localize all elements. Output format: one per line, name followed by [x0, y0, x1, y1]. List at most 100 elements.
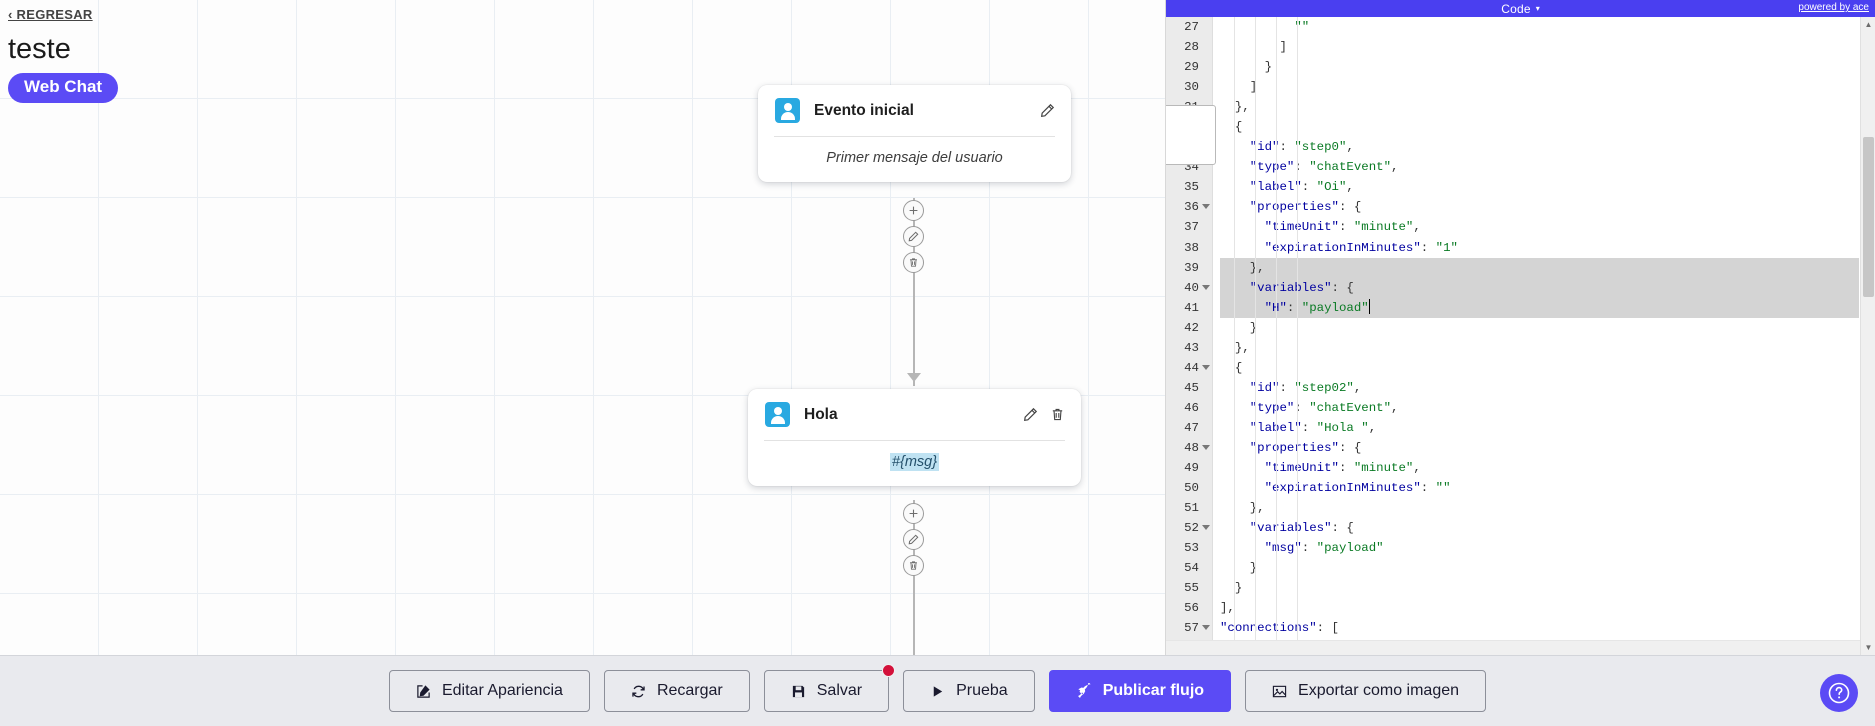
code-line[interactable]: "variables": { — [1220, 518, 1859, 538]
line-number: 29 — [1184, 60, 1199, 75]
code-fold-widget[interactable] — [1166, 105, 1216, 165]
toolbar-button-recargar[interactable]: Recargar — [603, 670, 750, 712]
code-line[interactable]: "expirationInMinutes": "" — [1220, 478, 1859, 498]
code-line[interactable]: "type": "chatEvent", — [1220, 157, 1859, 177]
code-line[interactable]: "msg": "payload" — [1220, 538, 1859, 558]
ace-editor[interactable]: 2728293031323334353637383940414243444546… — [1166, 17, 1875, 655]
code-token-string: "step02" — [1294, 380, 1354, 395]
code-line[interactable]: "expirationInMinutes": "1" — [1220, 238, 1859, 258]
code-line[interactable]: "id": "step0", — [1220, 137, 1859, 157]
editor-vertical-scrollbar[interactable]: ▲ ▼ — [1860, 17, 1875, 655]
plus-icon[interactable] — [903, 503, 924, 524]
code-line[interactable]: ] — [1220, 37, 1859, 57]
code-line[interactable]: "timeUnit": "minute", — [1220, 458, 1859, 478]
code-line[interactable]: "properties": { — [1220, 438, 1859, 458]
toolbar-button-label: Salvar — [816, 682, 863, 699]
toolbar-button-publicar-flujo[interactable]: Publicar flujo — [1048, 670, 1232, 712]
line-number: 57 — [1166, 618, 1212, 638]
pencil-icon[interactable] — [1023, 407, 1038, 422]
code-content[interactable]: "" ] } ] }, { "id": "step0", "type": "ch… — [1212, 17, 1859, 655]
code-token: }, — [1234, 100, 1250, 115]
scrollbar-thumb[interactable] — [1863, 137, 1874, 297]
chevron-down-icon[interactable]: ▾ — [1535, 4, 1540, 13]
code-line[interactable]: } — [1220, 558, 1859, 578]
gutter-border — [1212, 17, 1213, 655]
code-line[interactable]: "connections": [ — [1220, 618, 1859, 638]
code-line[interactable]: }, — [1220, 338, 1859, 358]
fold-triangle-icon[interactable] — [1202, 204, 1210, 210]
code-line[interactable]: "variables": { — [1220, 277, 1859, 298]
toolbar-button-prueba[interactable]: Prueba — [903, 670, 1035, 712]
pencil-icon[interactable] — [1040, 103, 1055, 118]
fold-triangle-icon[interactable] — [1202, 444, 1210, 450]
back-link[interactable]: ‹ REGRESAR — [8, 7, 93, 22]
trash-icon[interactable] — [903, 252, 924, 273]
code-token: } — [1220, 60, 1273, 75]
plus-icon[interactable] — [903, 200, 924, 221]
code-token-punct: : — [1331, 280, 1347, 295]
code-line[interactable]: "type": "chatEvent", — [1220, 398, 1859, 418]
code-line[interactable]: "" — [1220, 17, 1859, 37]
flow-header: ‹ REGRESAR teste Web Chat — [8, 6, 119, 103]
trash-icon[interactable] — [1050, 407, 1065, 422]
code-token-punct: , — [1413, 461, 1421, 476]
node-header: Evento inicial — [758, 85, 1071, 136]
code-token-string: "Oi" — [1316, 180, 1347, 195]
node-inline-actions — [903, 503, 924, 581]
fold-triangle-icon[interactable] — [1202, 625, 1210, 631]
unsaved-changes-badge — [882, 664, 896, 677]
code-line[interactable]: "timeUnit": "minute", — [1220, 217, 1859, 237]
code-line[interactable]: }, — [1220, 498, 1859, 518]
editor-horizontal-scrollbar[interactable] — [1166, 640, 1860, 655]
code-line[interactable]: ] — [1220, 77, 1859, 97]
toolbar-button-salvar[interactable]: Salvar — [763, 664, 896, 712]
line-number: 30 — [1184, 80, 1199, 95]
line-number: 53 — [1184, 541, 1199, 556]
code-token-punct: : — [1286, 300, 1302, 315]
pencil-icon[interactable] — [903, 529, 924, 550]
line-number: 40 — [1166, 278, 1212, 298]
code-line[interactable]: }, — [1220, 257, 1859, 278]
help-button[interactable] — [1820, 674, 1858, 712]
toolbar-button-label: Prueba — [956, 682, 1008, 699]
flow-node-hola[interactable]: Hola #{msg} — [748, 389, 1081, 486]
flow-canvas[interactable]: ‹ REGRESAR teste Web Chat Evento inicial — [0, 0, 1165, 655]
flow-node-evento-inicial[interactable]: Evento inicial Primer mensaje del usuari… — [758, 85, 1071, 182]
code-line[interactable]: } — [1220, 318, 1859, 338]
code-line[interactable]: } — [1220, 578, 1859, 598]
code-line[interactable]: { — [1220, 117, 1859, 137]
scroll-up-icon[interactable]: ▲ — [1864, 20, 1873, 29]
code-line[interactable]: { — [1220, 358, 1859, 378]
code-editor-panel[interactable]: Code ▾ powered by ace 272829303132333435… — [1165, 0, 1875, 655]
code-token-punct: : — [1279, 140, 1295, 155]
code-token-key: "timeUnit" — [1220, 461, 1339, 476]
code-line[interactable]: "label": "Oi", — [1220, 177, 1859, 197]
pencil-icon[interactable] — [903, 226, 924, 247]
fold-triangle-icon[interactable] — [1202, 284, 1210, 290]
code-line[interactable]: } — [1220, 57, 1859, 77]
code-line[interactable]: "label": "Hola ", — [1220, 418, 1859, 438]
divider — [764, 440, 1065, 441]
fold-triangle-icon[interactable] — [1202, 525, 1210, 531]
code-line[interactable]: "id": "step02", — [1220, 378, 1859, 398]
code-line[interactable]: ], — [1220, 598, 1859, 618]
edge-connector — [913, 500, 915, 655]
toolbar-button-editar-apariencia[interactable]: Editar Apariencia — [388, 670, 590, 712]
code-token-punct: : — [1301, 541, 1317, 556]
code-line[interactable]: "properties": { — [1220, 197, 1859, 217]
edge-arrowhead — [907, 373, 921, 382]
toolbar-button-label: Publicar flujo — [1102, 682, 1205, 699]
code-line[interactable]: "H": "payload" — [1220, 297, 1859, 318]
code-token-key: "id" — [1220, 380, 1280, 395]
code-line[interactable]: }, — [1220, 97, 1859, 117]
fold-triangle-icon[interactable] — [1202, 364, 1210, 370]
code-token-punct: { — [1346, 280, 1354, 295]
code-token-punct: : — [1338, 200, 1354, 215]
code-token-key: "properties" — [1220, 440, 1339, 455]
line-number: 39 — [1184, 260, 1199, 275]
scroll-down-icon[interactable]: ▼ — [1864, 643, 1873, 652]
toolbar-button-exportar-como-imagen[interactable]: Exportar como imagen — [1245, 670, 1487, 712]
trash-icon[interactable] — [903, 555, 924, 576]
code-token-key: "msg" — [1220, 541, 1302, 556]
powered-by-ace-link[interactable]: powered by ace — [1798, 2, 1869, 13]
